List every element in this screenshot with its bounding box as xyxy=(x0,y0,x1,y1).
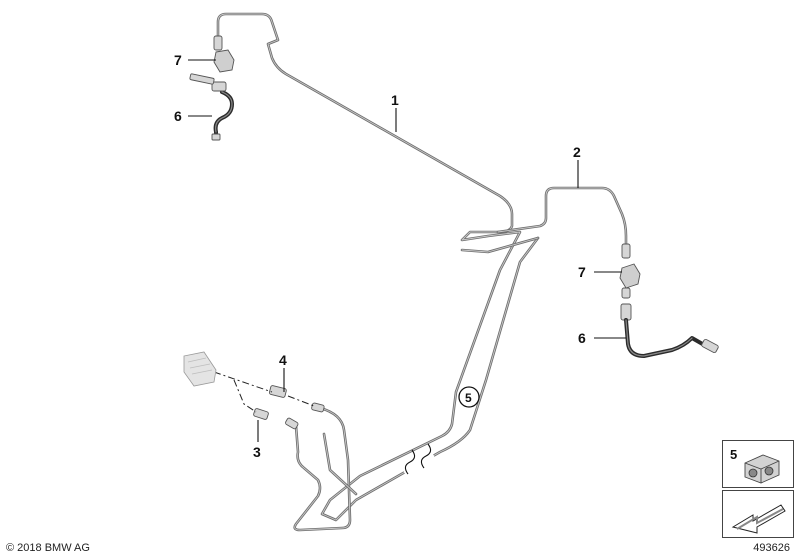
legend-arrow-box xyxy=(722,490,794,538)
connection-lines xyxy=(213,371,315,413)
pipe-fitting xyxy=(285,417,299,430)
callout-3: 3 xyxy=(253,444,261,460)
brake-hose-right xyxy=(620,303,719,358)
brake-hose-upper xyxy=(189,73,234,141)
brake-pipe-2 xyxy=(460,186,628,256)
callout-7-upper: 7 xyxy=(174,52,182,68)
hose-clip-right xyxy=(619,243,641,299)
leader-lines xyxy=(188,59,626,442)
brake-pipe-3 xyxy=(293,406,358,532)
svg-text:5: 5 xyxy=(465,391,472,405)
callout-5-circled: 5 xyxy=(458,386,480,408)
callout-1: 1 xyxy=(391,92,399,108)
brake-pipe-1 xyxy=(216,12,540,522)
callout-6-right: 6 xyxy=(578,330,586,346)
clip-icon xyxy=(744,454,780,484)
pipe-fitting xyxy=(269,385,287,398)
callout-2: 2 xyxy=(573,144,581,160)
legend-clip-box: 5 xyxy=(722,440,794,488)
callout-4: 4 xyxy=(279,352,287,368)
callout-7-right: 7 xyxy=(578,264,586,280)
direction-arrow-icon xyxy=(731,504,786,534)
pipe-break-symbol xyxy=(398,443,440,483)
callout-6-upper: 6 xyxy=(174,108,182,124)
pipe-fitting xyxy=(311,402,325,413)
hydraulic-unit-block xyxy=(183,351,217,387)
diagram-id: 493626 xyxy=(753,542,790,554)
hose-clip-upper xyxy=(213,35,235,73)
copyright-text: © 2018 BMW AG xyxy=(6,542,90,554)
legend-clip-number: 5 xyxy=(730,447,738,462)
pipe-fitting xyxy=(253,408,269,420)
